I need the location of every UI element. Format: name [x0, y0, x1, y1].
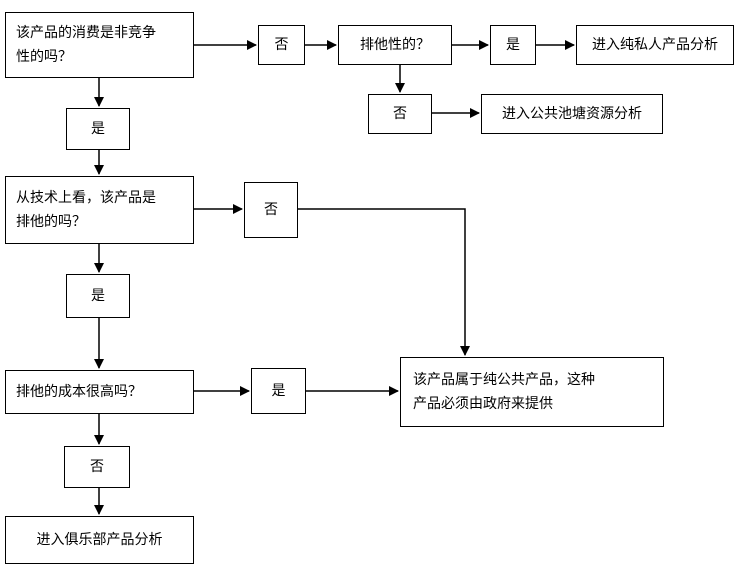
yes-box-1: 是: [490, 25, 536, 65]
yes-label-1: 是: [506, 37, 520, 53]
question-cost-high-label: 排他的成本很高吗？: [16, 384, 142, 400]
question-tech-excludable-box: 从技术上看，该产品是 排他的吗？: [5, 176, 194, 244]
common-pool-box: 进入公共池塘资源分析: [481, 94, 663, 134]
club-good-box: 进入俱乐部产品分析: [5, 516, 194, 564]
question-nonrival-label: 该产品的消费是非竞争 性的吗？: [16, 25, 156, 65]
yes-label-2: 是: [91, 121, 105, 137]
no-box-1: 否: [258, 25, 305, 65]
no-label-4: 否: [90, 459, 104, 475]
private-good-box: 进入纯私人产品分析: [576, 25, 734, 65]
no-box-2: 否: [368, 94, 432, 134]
question-excludable-label: 排他性的？: [360, 37, 430, 53]
no-box-4: 否: [64, 446, 130, 488]
question-tech-excludable-label: 从技术上看，该产品是 排他的吗？: [16, 190, 156, 230]
no-label-3: 否: [264, 202, 278, 218]
yes-box-3: 是: [66, 274, 130, 318]
no-label-2: 否: [393, 106, 407, 122]
club-good-label: 进入俱乐部产品分析: [36, 532, 163, 548]
arrow-no3-to-public: [298, 208, 470, 356]
no-label-1: 否: [274, 37, 289, 53]
yes-box-2: 是: [66, 108, 130, 150]
public-good-label: 该产品属于纯公共产品，这种 产品必须由政府来提供: [413, 372, 595, 412]
common-pool-label: 进入公共池塘资源分析: [502, 106, 642, 122]
question-cost-high-box: 排他的成本很高吗？: [5, 370, 194, 414]
public-good-box: 该产品属于纯公共产品，这种 产品必须由政府来提供: [400, 357, 664, 427]
question-nonrival-box: 该产品的消费是非竞争 性的吗？: [5, 12, 194, 78]
no-box-3: 否: [244, 182, 298, 238]
yes-box-4: 是: [251, 368, 306, 414]
yes-label-3: 是: [91, 288, 105, 304]
question-excludable-box: 排他性的？: [338, 25, 452, 65]
private-good-label: 进入纯私人产品分析: [592, 37, 718, 53]
yes-label-4: 是: [271, 383, 286, 399]
